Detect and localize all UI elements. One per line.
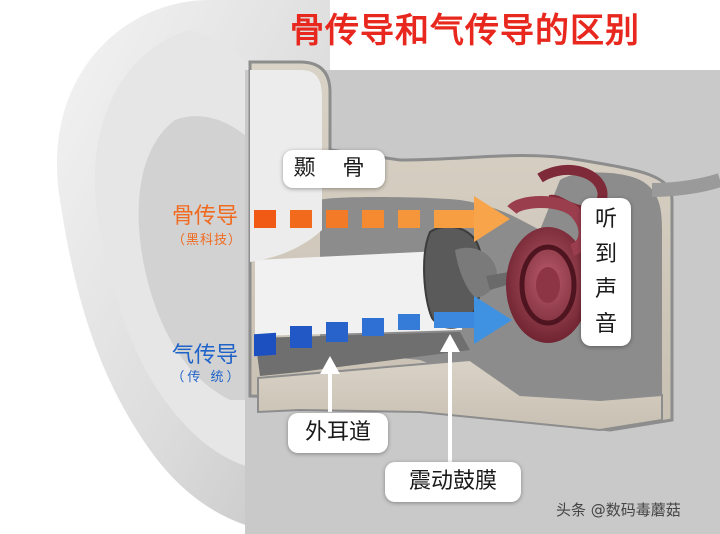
hear-sound-label: 听 到 声 音 (581, 198, 631, 346)
bone-conduction-label: 骨传导 (171, 204, 238, 229)
bone-conduction-arrow (254, 196, 510, 242)
bone-conduction-note: （黑科技） (171, 233, 242, 248)
page-title: 骨传导和气传导的区别 (290, 11, 640, 51)
hear-sound-char: 声 (594, 276, 617, 302)
pointer-arrows (320, 334, 460, 462)
eardrum-vibration-label: 震动鼓膜 (385, 462, 521, 502)
hear-sound-char: 到 (594, 241, 617, 267)
watermark: 头条 @数码毒蘑菇 (556, 501, 681, 519)
hear-sound-char: 音 (594, 311, 617, 337)
air-conduction-arrow (254, 296, 512, 357)
outer-ear-canal-label: 外耳道 (288, 413, 388, 453)
air-conduction-note: （传 统） (171, 370, 243, 385)
air-conduction-label: 气传导 (171, 343, 238, 368)
hear-sound-char: 听 (594, 206, 617, 232)
temporal-bone-label: 颞 骨 (283, 150, 385, 188)
